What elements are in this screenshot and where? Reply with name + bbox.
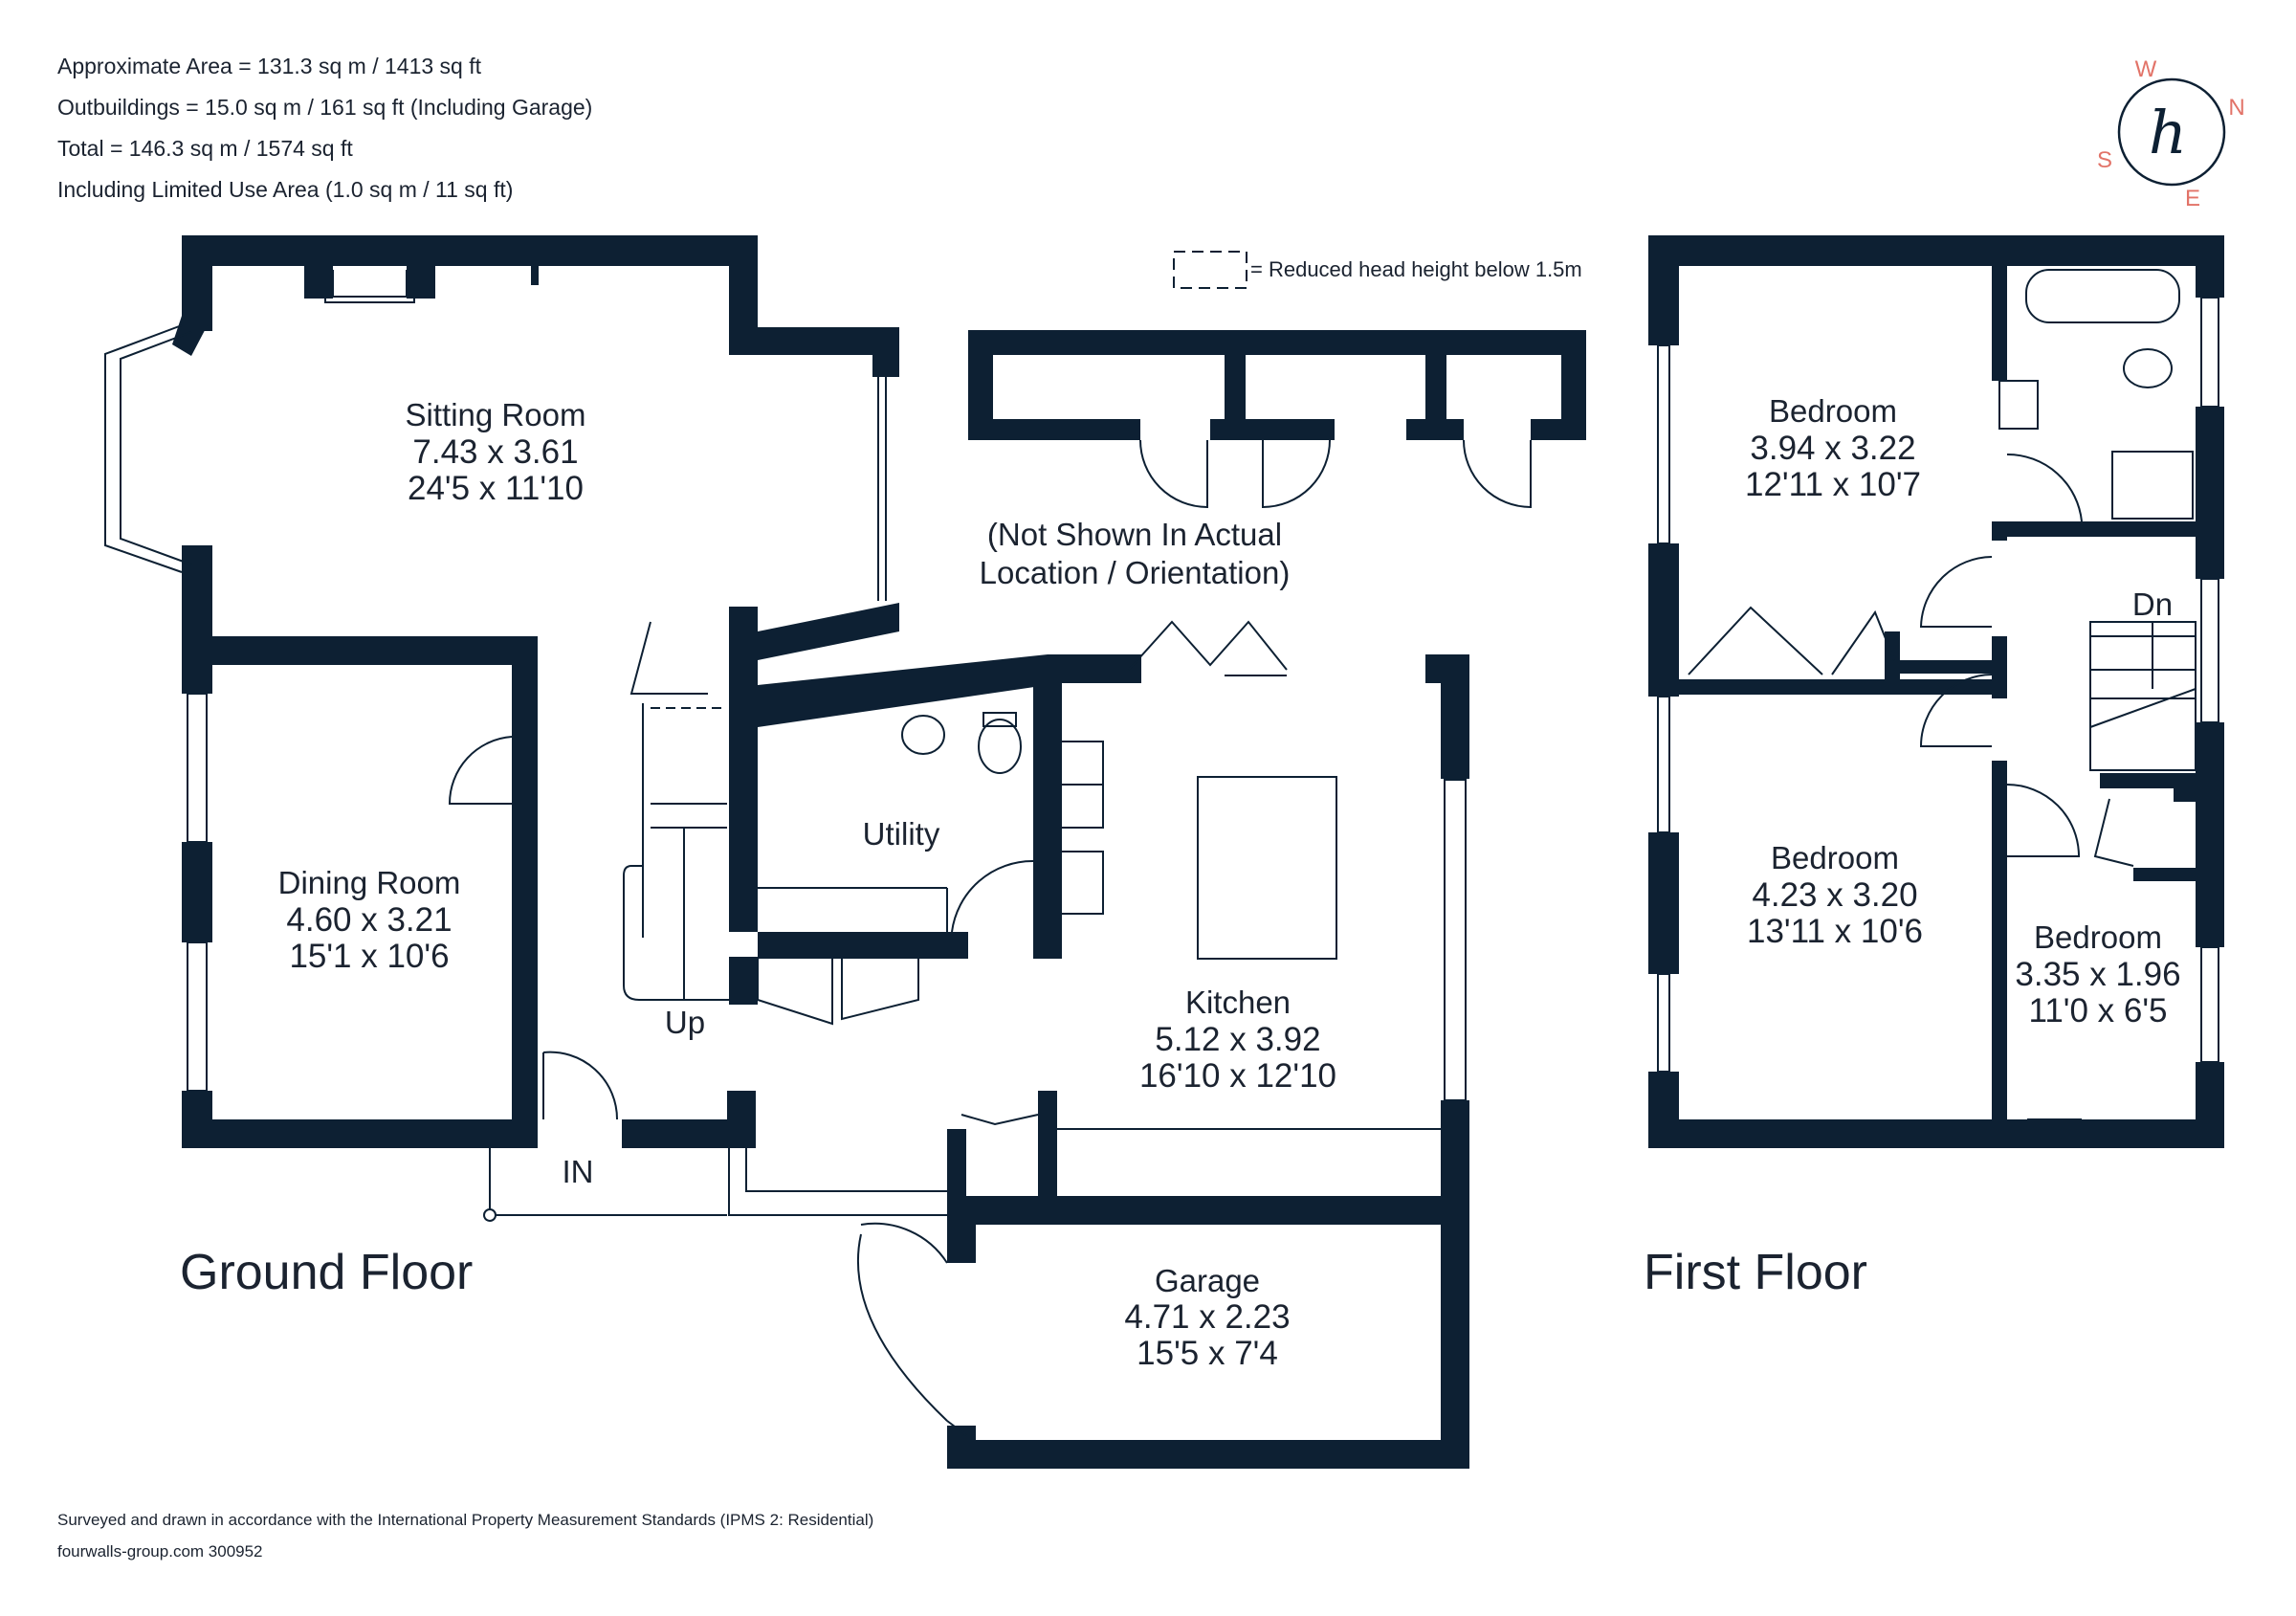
compass-ring [2117,77,2226,187]
first-floor-title: First Floor [1644,1245,1867,1300]
sitting-room-name: Sitting Room [406,397,586,432]
first-floor-linework [1657,269,2219,1140]
legend-text: = Reduced head height below 1.5m [1250,257,1582,281]
bedroom2-imperial: 13'11 x 10'6 [1747,913,1923,950]
sitting-room-metric: 7.43 x 3.61 [412,433,578,471]
logo-letter: h [2149,98,2187,167]
bedroom1-imperial: 12'11 x 10'7 [1745,466,1921,503]
ground-floor-title: Ground Floor [180,1245,473,1300]
ground-floor-labels: Sitting Room 7.43 x 3.61 24'5 x 11'10 Di… [180,397,1336,1372]
dining-room-imperial: 15'1 x 10'6 [289,938,449,975]
compass-north: N [2228,95,2244,121]
first-floor-walls [1648,235,2224,1148]
outbuildings-area: Outbuildings = 15.0 sq m / 161 sq ft (In… [57,95,593,120]
approximate-area: Approximate Area = 131.3 sq m / 1413 sq … [57,54,482,78]
stairs-down-label: Dn [2132,587,2173,622]
garage-metric: 4.71 x 2.23 [1124,1298,1290,1336]
dashed-box-icon [1173,251,1247,289]
compass-east: E [2185,186,2200,211]
limited-use-area: Including Limited Use Area (1.0 sq m / 1… [57,177,514,202]
ground-floor-walls [172,235,1469,1469]
utility-name: Utility [863,816,940,852]
bedroom2-metric: 4.23 x 3.20 [1752,876,1917,914]
ground-floor-linework [104,270,1467,1436]
reduced-head-height-legend: = Reduced head height below 1.5m [1173,251,1582,289]
compass-west: W [2135,56,2157,82]
bedroom2-name: Bedroom [1771,840,1899,875]
first-floor-labels: Bedroom 3.94 x 3.22 12'11 x 10'7 Bedroom… [1644,393,2181,1300]
bedroom3-metric: 3.35 x 1.96 [2015,956,2180,993]
entrance-label: IN [563,1154,594,1189]
total-area: Total = 146.3 sq m / 1574 sq ft [57,136,353,161]
kitchen-imperial: 16'10 x 12'10 [1139,1057,1336,1095]
bedroom1-name: Bedroom [1769,393,1897,429]
compass-south: S [2097,147,2112,173]
kitchen-metric: 5.12 x 3.92 [1155,1021,1320,1058]
kitchen-name: Kitchen [1185,985,1291,1020]
outbuildings: (Not Shown In Actual Location / Orientat… [968,330,1586,590]
dining-room-metric: 4.60 x 3.21 [286,901,452,939]
bedroom1-metric: 3.94 x 3.22 [1750,430,1915,467]
outbuildings-note-line2: Location / Orientation) [980,555,1291,590]
bedroom3-name: Bedroom [2034,919,2162,955]
garage-imperial: 15'5 x 7'4 [1137,1335,1278,1372]
compass-logo: W N S E h [2097,56,2245,211]
dining-room-name: Dining Room [278,865,461,900]
outbuildings-note-line1: (Not Shown In Actual [987,517,1282,552]
bedroom3-imperial: 11'0 x 6'5 [2028,992,2167,1029]
stairs-up-label: Up [665,1005,705,1040]
garage-name: Garage [1155,1263,1260,1298]
standards-note: Surveyed and drawn in accordance with th… [57,1511,874,1529]
sitting-room-imperial: 24'5 x 11'10 [408,470,584,507]
reference-note: fourwalls-group.com 300952 [57,1542,263,1561]
